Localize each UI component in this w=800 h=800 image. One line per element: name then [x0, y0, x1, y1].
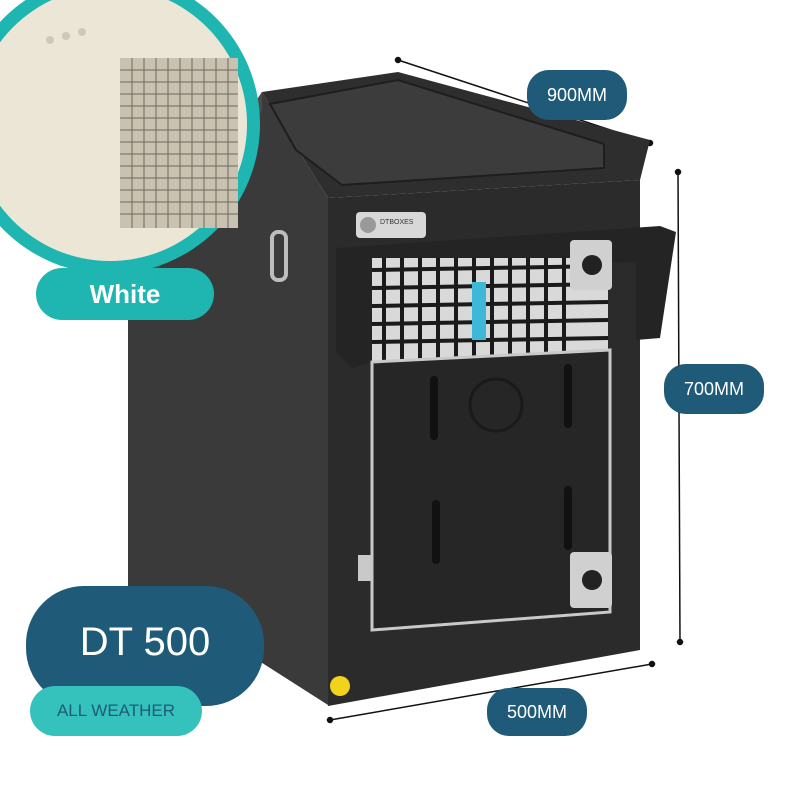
depth-dimension-badge: 500MM [487, 688, 587, 736]
variant-badge: ALL WEATHER [30, 686, 202, 736]
white-option-swatch[interactable] [0, 0, 260, 274]
bottom-lock-icon[interactable] [570, 552, 612, 608]
logo-text: DTBOXES [380, 219, 414, 226]
door-hinge [358, 555, 372, 581]
height-dimension-badge: 700MM [664, 364, 764, 414]
color-option-label[interactable]: White [36, 268, 214, 320]
box-lid [268, 78, 605, 187]
model-name: DT 500 [79, 619, 211, 664]
side-handle-icon[interactable] [270, 230, 288, 282]
width-dimension-badge: 900MM [527, 70, 627, 120]
door-handles [430, 364, 572, 564]
door-emblem-icon [468, 377, 524, 433]
vent-grille [371, 258, 609, 362]
reflector-icon [330, 676, 350, 696]
logo-plate [356, 212, 426, 238]
top-lock-icon[interactable] [570, 240, 612, 290]
